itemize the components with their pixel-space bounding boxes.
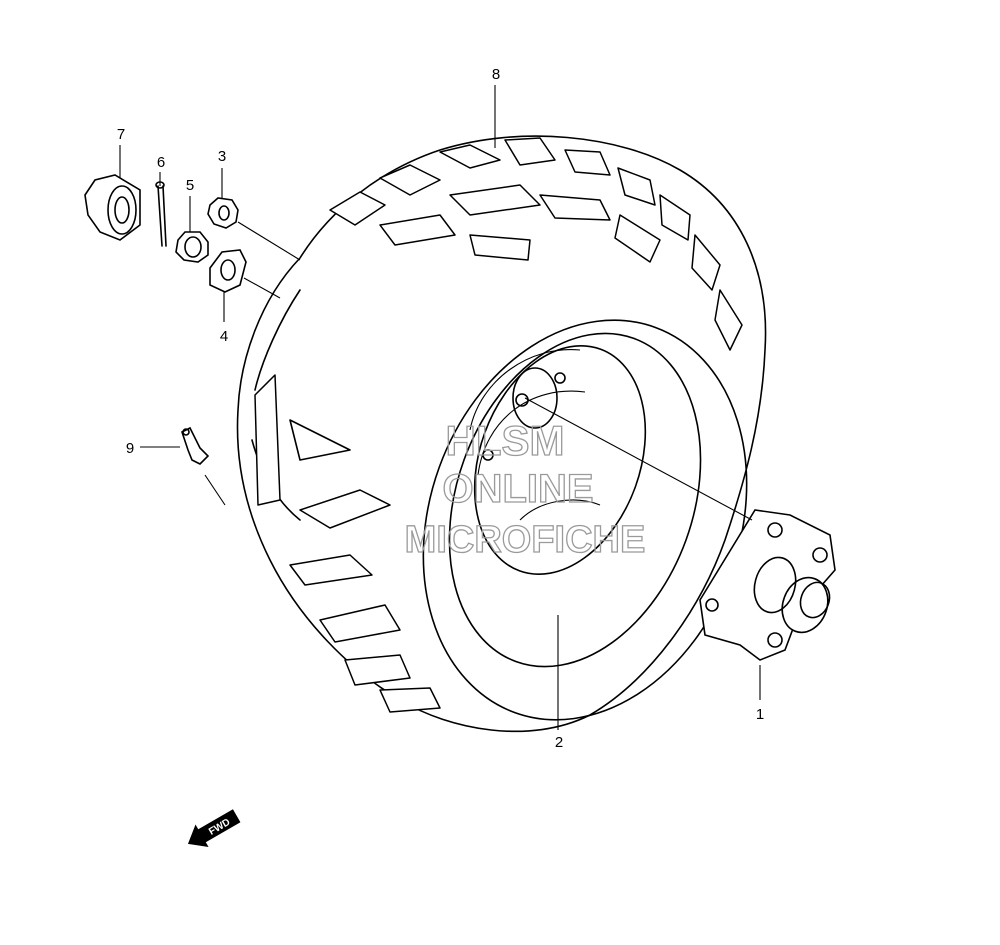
wheel-hub-part	[699, 509, 836, 661]
nut-part	[207, 197, 239, 229]
callout-7: 7	[117, 126, 125, 143]
wheel-rim-inner	[473, 344, 647, 576]
callout-3: 3	[218, 148, 226, 165]
callout-6: 6	[157, 154, 165, 171]
callout-5: 5	[186, 177, 194, 194]
callout-4: 4	[220, 328, 228, 345]
forward-direction-arrow: FWD	[187, 809, 241, 848]
hub-stud-4	[705, 598, 719, 612]
watermark-line-3: MICROFICHE	[405, 519, 646, 561]
hub-cap-part	[84, 174, 141, 241]
leader-lines	[119, 85, 761, 730]
hub-stud-1	[767, 522, 783, 538]
lug-hole-3	[554, 372, 566, 384]
castle-nut-part	[175, 231, 209, 263]
fwd-label: FWD	[207, 817, 232, 838]
tire-assembly	[236, 135, 767, 733]
callout-8: 8	[492, 66, 500, 83]
hub-boss	[753, 556, 797, 614]
lug-hole-2	[482, 449, 494, 461]
hub-spindle-end	[799, 581, 831, 619]
cotter-pin-part	[155, 181, 167, 247]
hub-stud-3	[767, 632, 783, 648]
callout-2: 2	[555, 734, 563, 751]
hub-stud-2	[812, 547, 828, 563]
watermark: HLSM ONLINE MICROFICHE	[404, 416, 646, 561]
callout-1: 1	[756, 706, 764, 723]
rim-detail-lines	[469, 348, 601, 521]
watermark-line-1: HLSM	[446, 417, 565, 464]
tire-tread-lugs	[254, 137, 743, 713]
tire-outer-outline	[236, 135, 767, 733]
callout-9: 9	[126, 440, 134, 457]
wheel-rim-outer	[448, 332, 702, 668]
washer-part	[209, 249, 247, 293]
wheel-hub-center	[512, 367, 558, 429]
valve-part	[181, 426, 210, 465]
watermark-line-2: ONLINE	[442, 467, 593, 511]
